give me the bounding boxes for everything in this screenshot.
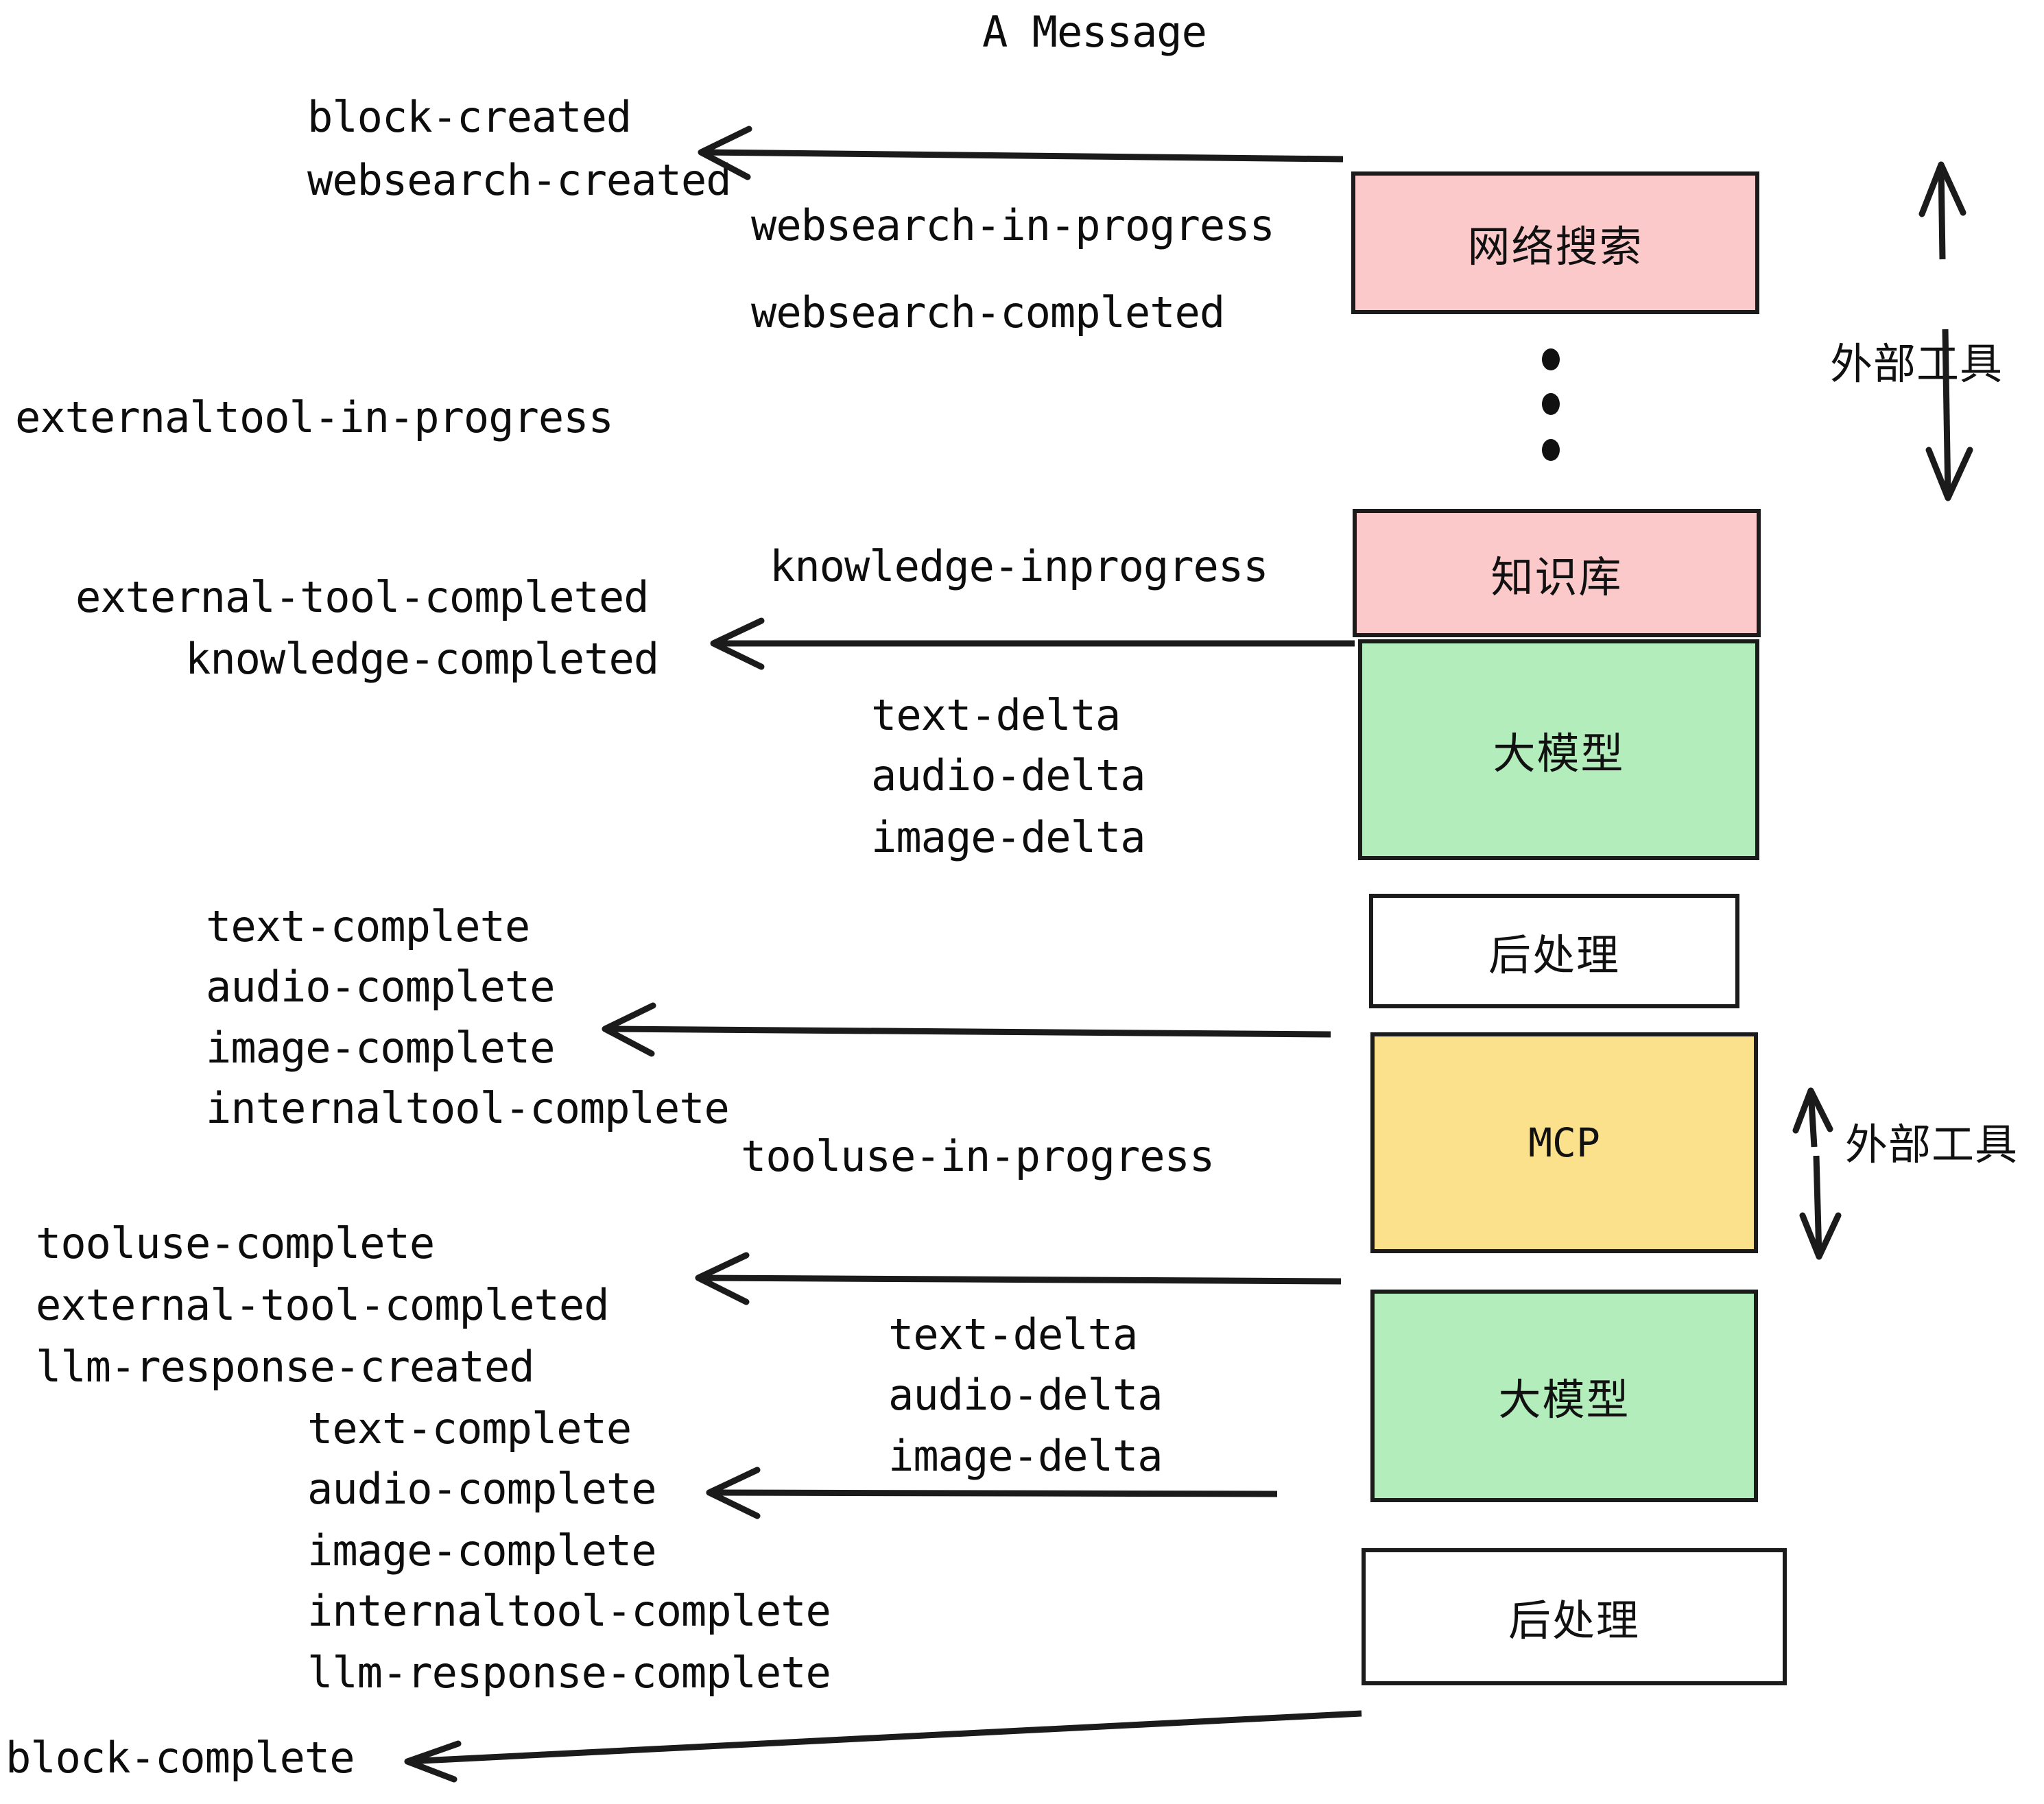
node-knowledge-label: 知识库 [1490, 551, 1623, 602]
event-text-complete-2: text-complete [307, 1403, 632, 1453]
node-postprocess-2: 后处理 [1362, 1548, 1787, 1685]
event-tooluse-complete: tooluse-complete [36, 1218, 435, 1268]
node-llm-2-label: 大模型 [1498, 1375, 1630, 1425]
event-text-delta-1: text-delta [871, 690, 1121, 740]
event-internaltool-complete-2: internaltool-complete [307, 1586, 831, 1636]
node-llm-1: 大模型 [1358, 639, 1759, 860]
event-websearch-completed: websearch-completed [751, 287, 1225, 337]
ellipsis-dot-3 [1542, 439, 1560, 461]
node-postprocess-1: 后处理 [1369, 894, 1739, 1008]
external-tool-arrow-bottom [1792, 1087, 1842, 1260]
node-postprocess-2-label: 后处理 [1508, 1595, 1640, 1646]
node-mcp-label: MCP [1528, 1119, 1600, 1166]
event-audio-delta-1: audio-delta [871, 750, 1146, 800]
node-postprocess-1-label: 后处理 [1488, 929, 1620, 980]
arrow-mcp-to-tooluse-complete [695, 1252, 1342, 1305]
diagram-title: A Message [982, 7, 1207, 57]
arrow-websearch-to-created [698, 126, 1344, 180]
event-audio-complete-1: audio-complete [206, 962, 556, 1012]
event-internaltool-complete-1: internaltool-complete [206, 1083, 730, 1133]
event-text-complete-1: text-complete [206, 901, 530, 951]
arrow-knowledge-to-completed [710, 617, 1355, 670]
arrow-postprocess2-to-block-complete [404, 1710, 1362, 1783]
node-mcp: MCP [1370, 1032, 1758, 1253]
node-websearch: 网络搜索 [1351, 171, 1759, 314]
event-websearch-in-progress: websearch-in-progress [751, 200, 1275, 250]
ellipsis-dot-2 [1542, 393, 1560, 415]
event-tooluse-in-progress: tooluse-in-progress [741, 1131, 1215, 1181]
event-llm-response-complete: llm-response-complete [307, 1648, 831, 1698]
event-externaltool-in-progress: externaltool-in-progress [15, 392, 614, 442]
event-audio-delta-2: audio-delta [888, 1370, 1163, 1420]
event-text-delta-2: text-delta [888, 1309, 1138, 1360]
arrow-postprocess1-to-image-complete [602, 1002, 1331, 1057]
node-websearch-label: 网络搜索 [1467, 222, 1643, 272]
event-knowledge-inprogress: knowledge-inprogress [770, 541, 1269, 591]
event-image-complete-1: image-complete [206, 1023, 556, 1073]
event-knowledge-completed: knowledge-completed [185, 634, 659, 684]
event-image-delta-2: image-delta [888, 1431, 1163, 1481]
ellipsis-dot-1 [1542, 348, 1560, 370]
event-image-complete-2: image-complete [307, 1526, 657, 1576]
node-llm-2: 大模型 [1370, 1290, 1758, 1502]
side-label-external-tool-top: 外部工具 [1830, 339, 2004, 389]
event-external-tool-completed-1: external-tool-completed [75, 572, 650, 622]
event-external-tool-completed-2: external-tool-completed [36, 1280, 610, 1330]
side-label-external-tool-bottom: 外部工具 [1845, 1119, 2019, 1170]
event-block-complete: block-complete [5, 1733, 355, 1783]
node-knowledge: 知识库 [1353, 509, 1761, 637]
event-block-created: block-created [307, 92, 632, 142]
node-llm-1-label: 大模型 [1493, 728, 1625, 779]
event-llm-response-created: llm-response-created [36, 1342, 535, 1392]
event-websearch-created: websearch-created [307, 155, 732, 205]
event-image-delta-1: image-delta [871, 812, 1146, 862]
event-audio-complete-2: audio-complete [307, 1464, 657, 1514]
